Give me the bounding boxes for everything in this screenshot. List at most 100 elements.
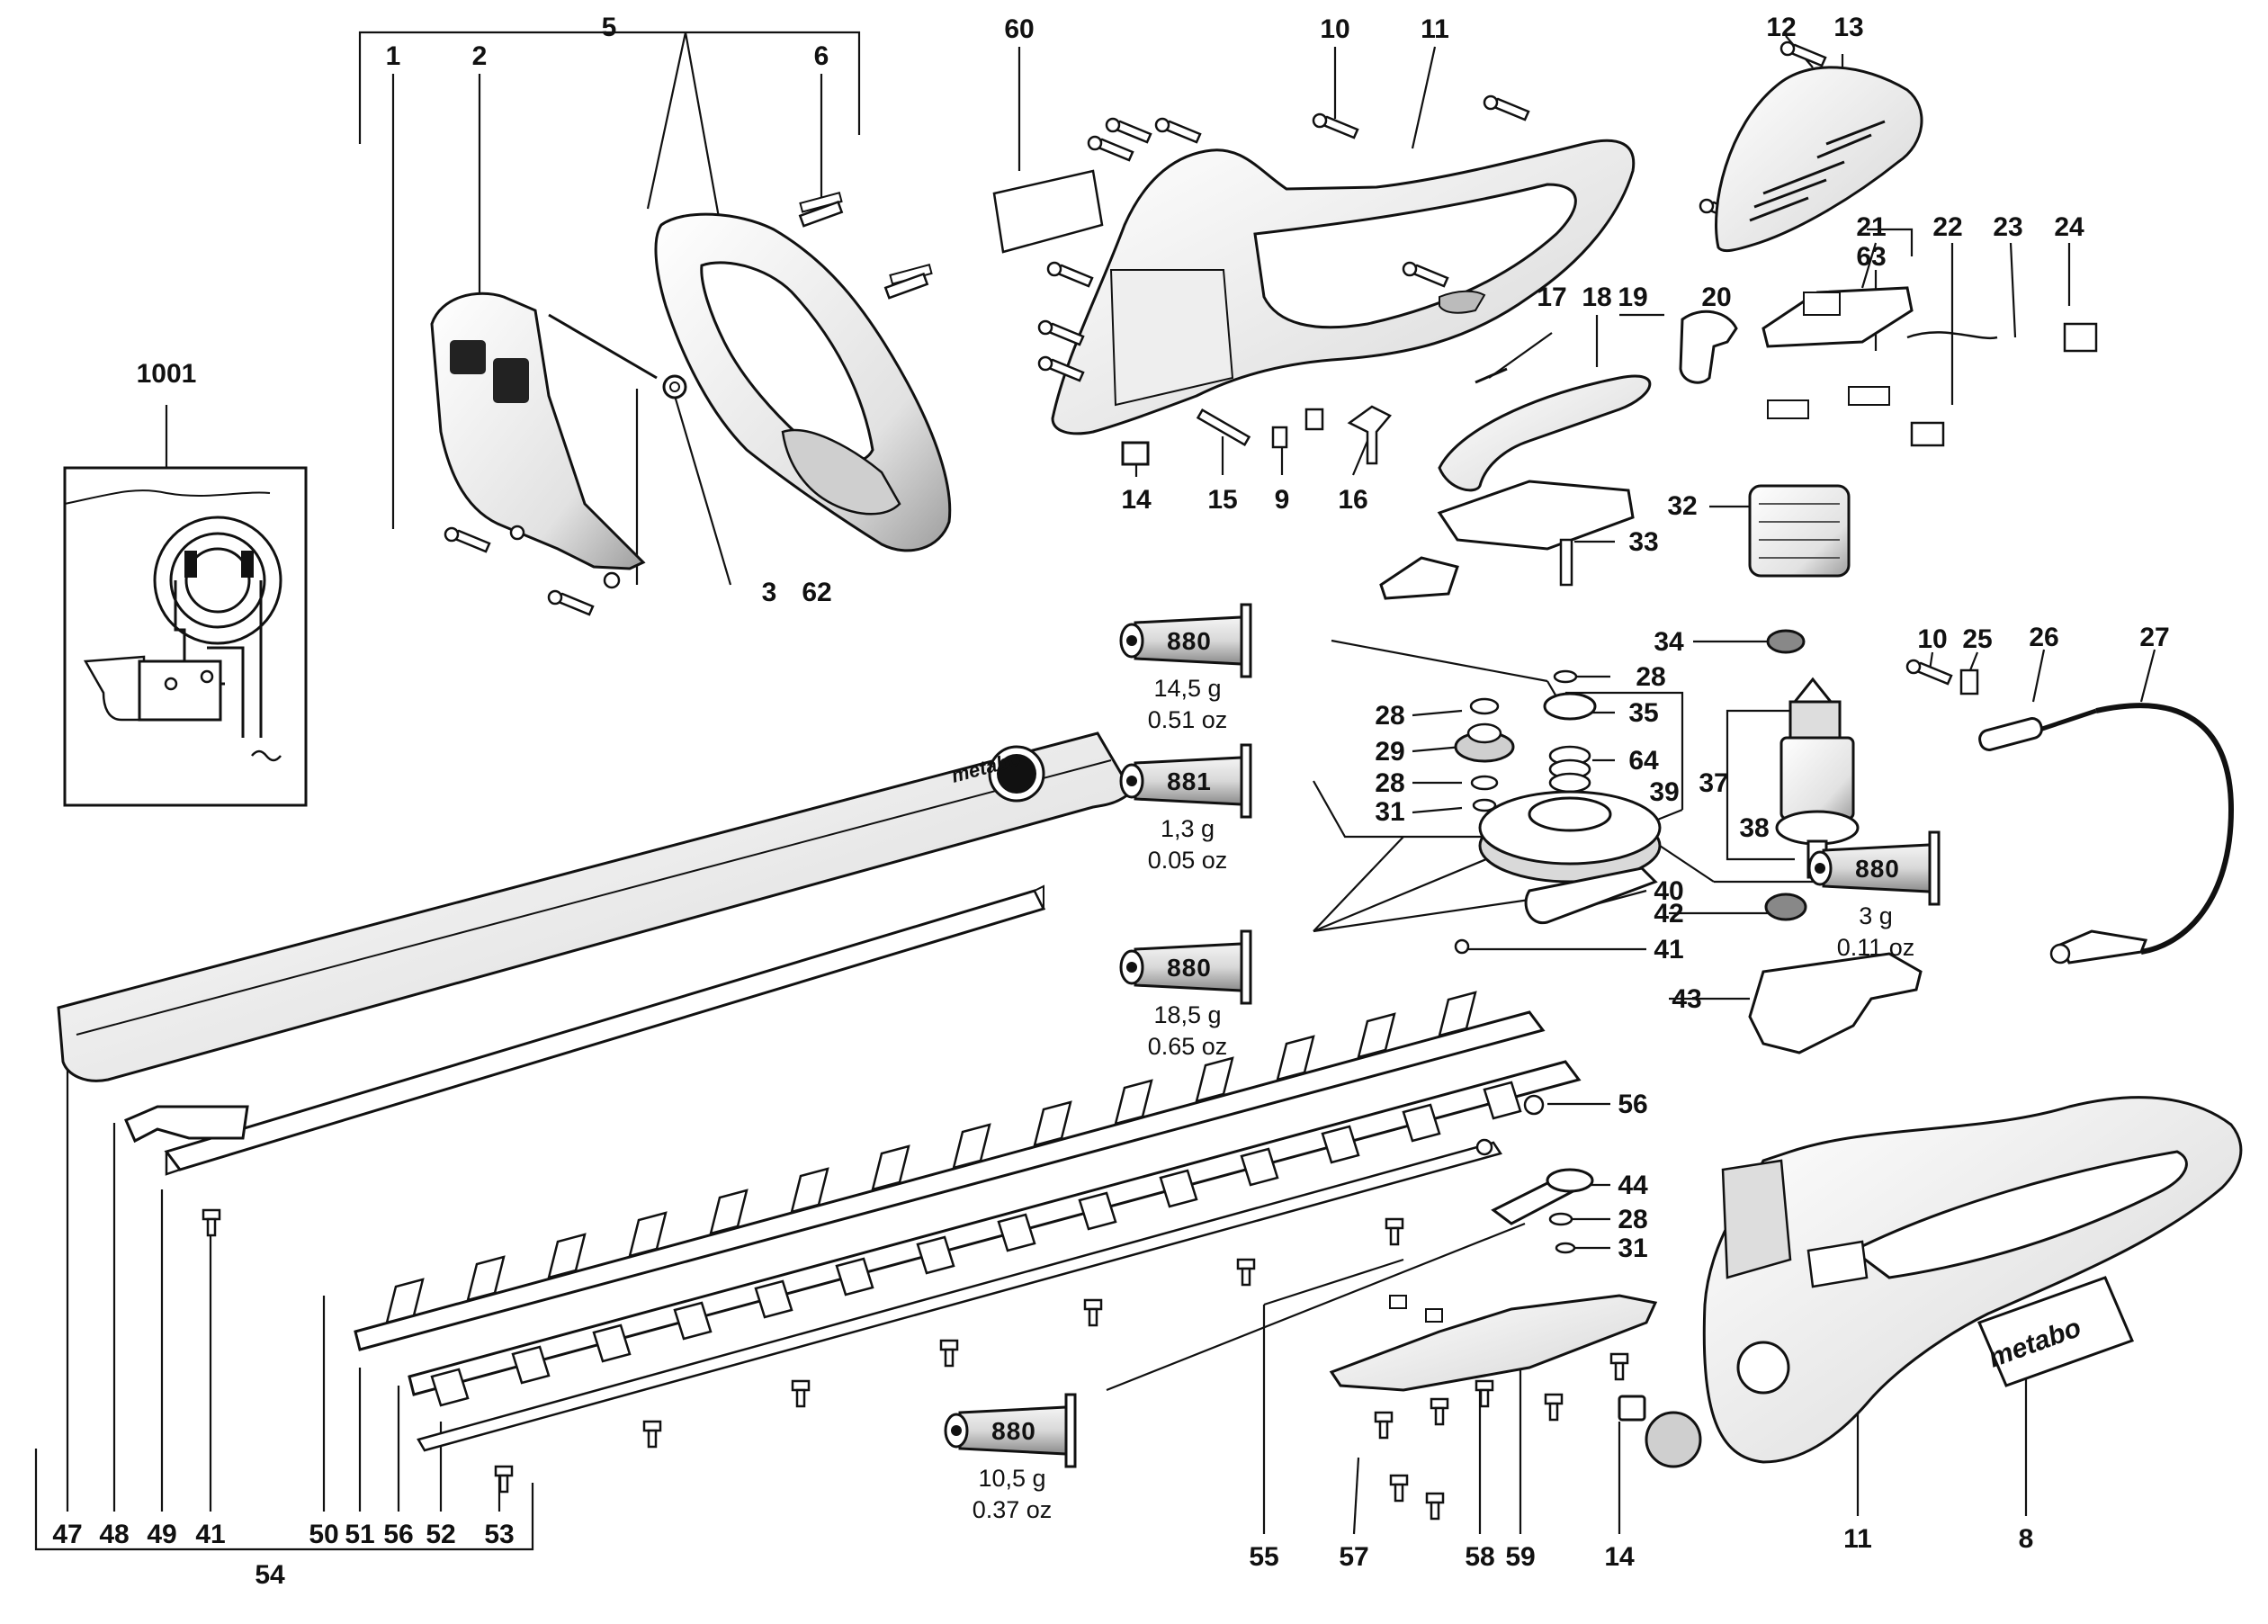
part-number-1: 1 bbox=[386, 41, 401, 71]
blade-strip bbox=[417, 1141, 1502, 1452]
part-number-54: 54 bbox=[255, 1560, 285, 1590]
part-number-59: 59 bbox=[1505, 1542, 1535, 1572]
gear-plate-parts bbox=[1329, 1168, 1658, 1521]
part-number-10: 10 bbox=[1320, 14, 1349, 44]
power-cord bbox=[1905, 659, 2235, 965]
part-number-9: 9 bbox=[1275, 485, 1290, 515]
lower-blade bbox=[408, 1060, 1582, 1407]
wiring-inset bbox=[63, 466, 308, 807]
assembled-hedge-trimmer: metabo bbox=[1645, 1096, 2243, 1468]
part-number-40: 40 bbox=[1654, 876, 1683, 906]
grease-weight-g: 1,3 g bbox=[1161, 815, 1215, 842]
grease-weight-oz: 0.65 oz bbox=[1148, 1033, 1228, 1060]
grease-tube: 881 1,3 g 0.05 oz bbox=[1119, 743, 1252, 874]
part-number-11: 11 bbox=[1421, 14, 1449, 44]
blade-guide bbox=[124, 1105, 249, 1144]
part-number-14: 14 bbox=[1604, 1542, 1635, 1572]
part-number-41: 41 bbox=[1654, 935, 1683, 965]
grease-tube: 880 18,5 g 0.65 oz bbox=[1119, 929, 1252, 1060]
part-number-5: 5 bbox=[602, 13, 617, 42]
part-number-8: 8 bbox=[2019, 1524, 2034, 1554]
armature bbox=[1775, 677, 1860, 879]
part-number-24: 24 bbox=[2054, 212, 2084, 242]
grease-weight-g: 18,5 g bbox=[1153, 1001, 1221, 1028]
label-plate bbox=[992, 169, 1104, 254]
grease-code: 880 bbox=[1855, 855, 1900, 883]
part-number-39: 39 bbox=[1649, 777, 1679, 807]
springs bbox=[798, 200, 929, 300]
top-cover bbox=[1715, 66, 1923, 253]
grease-weight-oz: 0.05 oz bbox=[1148, 847, 1228, 874]
part-number-13: 13 bbox=[1833, 13, 1863, 42]
part-number-19: 19 bbox=[1618, 283, 1647, 312]
part-number-52: 52 bbox=[426, 1520, 455, 1549]
part-number-20: 20 bbox=[1701, 283, 1731, 312]
blade-bolts bbox=[202, 1094, 1545, 1494]
part-number-25: 25 bbox=[1962, 624, 1992, 654]
part-number-33: 33 bbox=[1628, 527, 1658, 557]
front-handle bbox=[548, 191, 952, 552]
part-number-27: 27 bbox=[2139, 623, 2169, 652]
part-number-22: 22 bbox=[1932, 212, 1962, 242]
part-number-1001: 1001 bbox=[137, 359, 197, 389]
part-number-28: 28 bbox=[1375, 768, 1404, 798]
grease-weight-g: 14,5 g bbox=[1153, 675, 1221, 702]
gear-parts bbox=[1454, 629, 1807, 955]
part-number-44: 44 bbox=[1618, 1171, 1648, 1200]
part-number-18: 18 bbox=[1582, 283, 1611, 312]
grease-weight-g: 10,5 g bbox=[978, 1465, 1045, 1492]
part-number-47: 47 bbox=[52, 1520, 82, 1549]
grease-weight-g: 3 g bbox=[1859, 902, 1893, 929]
grease-code: 881 bbox=[1167, 767, 1212, 795]
grease-code: 880 bbox=[1167, 954, 1212, 982]
field-coil bbox=[1748, 484, 1851, 578]
part-number-28: 28 bbox=[1375, 701, 1404, 731]
part-number-29: 29 bbox=[1375, 737, 1404, 767]
small-parts-row1 bbox=[1121, 405, 1392, 466]
part-number-63: 63 bbox=[1856, 242, 1886, 272]
part-number-35: 35 bbox=[1628, 698, 1658, 728]
part-number-14: 14 bbox=[1121, 485, 1152, 515]
part-number-11: 11 bbox=[1843, 1524, 1872, 1554]
part-number-12: 12 bbox=[1766, 13, 1796, 42]
part-number-2: 2 bbox=[472, 41, 488, 71]
electronics-board bbox=[1762, 286, 2098, 447]
part-number-62: 62 bbox=[802, 578, 831, 607]
leader-lines bbox=[34, 31, 2156, 1551]
part-number-51: 51 bbox=[345, 1520, 374, 1549]
part-number-28: 28 bbox=[1636, 662, 1665, 692]
housing-half bbox=[1051, 139, 1636, 435]
part-number-55: 55 bbox=[1249, 1542, 1278, 1572]
grease-weight-oz: 0.37 oz bbox=[973, 1496, 1053, 1523]
part-number-16: 16 bbox=[1338, 485, 1367, 515]
part-number-57: 57 bbox=[1339, 1542, 1368, 1572]
part-number-38: 38 bbox=[1739, 813, 1769, 843]
part-number-42: 42 bbox=[1654, 899, 1683, 929]
part-number-49: 49 bbox=[147, 1520, 176, 1549]
part-number-31: 31 bbox=[1375, 797, 1404, 827]
part-number-6: 6 bbox=[814, 41, 829, 71]
part-number-50: 50 bbox=[309, 1520, 338, 1549]
brush-holder bbox=[1748, 952, 1923, 1054]
part-number-37: 37 bbox=[1699, 768, 1728, 798]
part-number-17: 17 bbox=[1537, 283, 1566, 312]
part-number-60: 60 bbox=[1004, 14, 1034, 44]
part-number-53: 53 bbox=[484, 1520, 514, 1549]
part-number-3: 3 bbox=[762, 578, 777, 607]
blade-rail bbox=[164, 884, 1046, 1176]
part-number-34: 34 bbox=[1654, 627, 1684, 657]
part-number-15: 15 bbox=[1207, 485, 1237, 515]
hand-guard bbox=[430, 292, 646, 589]
part-number-41: 41 bbox=[195, 1520, 225, 1549]
trigger-lever bbox=[1438, 310, 1738, 492]
part-number-31: 31 bbox=[1618, 1234, 1647, 1263]
part-number-28: 28 bbox=[1618, 1205, 1647, 1234]
part-number-58: 58 bbox=[1465, 1542, 1494, 1572]
part-number-23: 23 bbox=[1993, 212, 2022, 242]
part-number-56: 56 bbox=[1618, 1090, 1647, 1119]
